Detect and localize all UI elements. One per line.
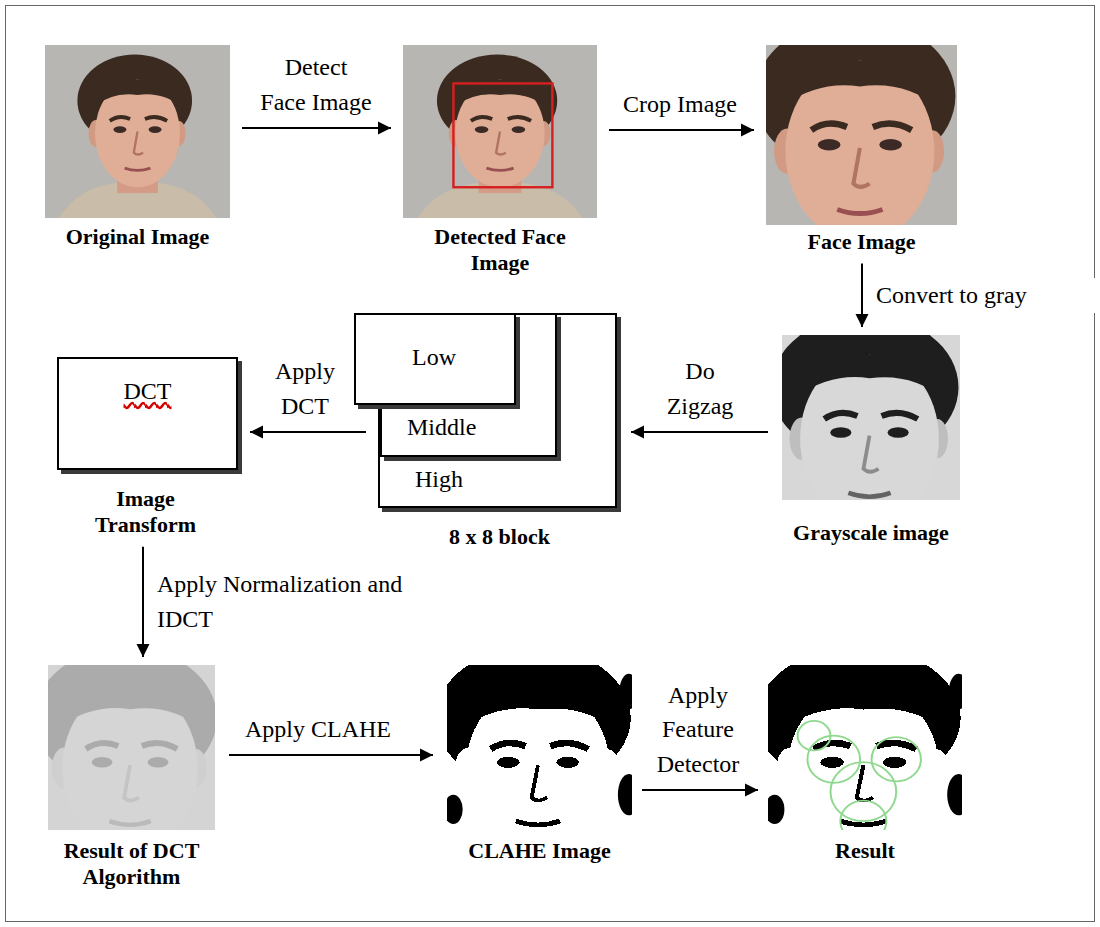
cropped-photo — [698, 2, 1022, 293]
photo-step: Detected Face Image — [403, 45, 597, 218]
arrow-head — [741, 124, 754, 137]
flow-arrow — [250, 426, 366, 439]
arrow-head — [631, 426, 644, 439]
arrow-label: Crop Image — [603, 87, 757, 122]
photo-step: Face Image — [766, 45, 957, 225]
photo-step: CLAHE Image — [447, 665, 632, 830]
arrow-label: Apply DCT — [263, 354, 347, 424]
band-label: Middle — [407, 413, 476, 442]
band-label: High — [415, 465, 463, 494]
arrow-line — [229, 754, 433, 756]
arrow-line — [642, 789, 758, 791]
photo-step: Original Image — [45, 45, 230, 218]
flow-arrow — [137, 547, 150, 657]
arrow-line — [250, 431, 366, 433]
arrow-label: Apply Normalization and IDCT — [155, 567, 439, 637]
step-caption: Image Transform — [86, 486, 206, 539]
arrow-label: Apply Feature Detector — [646, 678, 750, 782]
arrow-head — [856, 314, 869, 327]
arrow-head — [250, 426, 263, 439]
arrow-line — [142, 547, 144, 657]
arrow-line — [242, 127, 391, 129]
arrow-line — [609, 129, 754, 131]
step-caption: 8 x 8 block — [380, 524, 619, 550]
step-caption: Grayscale image — [771, 520, 971, 546]
process-box: DCTImage Transform — [57, 357, 238, 470]
dct-result-photo — [0, 633, 277, 898]
grayscale-photo — [719, 300, 1021, 572]
step-caption: Original Image — [38, 224, 238, 250]
photo-step: Result — [768, 665, 962, 830]
arrow-label: Convert to gray — [874, 278, 1100, 313]
step-caption: Detected Face Image — [403, 224, 597, 277]
photo-step: Grayscale image — [782, 335, 960, 500]
flow-arrow — [631, 426, 768, 439]
frequency-band-box: Low — [354, 313, 516, 405]
arrow-head — [137, 644, 150, 657]
original-photo — [45, 45, 230, 218]
step-caption: Face Image — [762, 229, 962, 255]
step-caption: CLAHE Image — [440, 838, 640, 864]
arrow-head — [420, 749, 433, 762]
arrow-head — [378, 122, 391, 135]
band-label: Low — [412, 343, 456, 372]
step-caption: Result — [765, 838, 965, 864]
arrow-label: Apply CLAHE — [231, 712, 405, 747]
arrow-label: Do Zigzag — [658, 354, 742, 424]
step-caption: Result of DCT Algorithm — [42, 838, 222, 891]
flow-arrow — [242, 122, 391, 135]
flow-arrow — [642, 784, 758, 797]
flow-arrow — [229, 749, 433, 762]
detected-photo — [403, 45, 597, 218]
frequency-band-box: High8 x 8 blockMiddleLow — [378, 313, 617, 508]
arrow-head — [745, 784, 758, 797]
detection-box — [453, 83, 552, 187]
photo-step: Result of DCT Algorithm — [48, 665, 215, 830]
flow-arrow — [609, 124, 754, 137]
arrow-label: Detect Face Image — [258, 50, 374, 120]
frequency-band-box: Middle Low — [380, 313, 557, 457]
box-label: DCT — [59, 377, 236, 406]
arrow-line — [631, 431, 768, 433]
flow-arrow — [856, 263, 869, 327]
feature-circles — [798, 721, 921, 842]
